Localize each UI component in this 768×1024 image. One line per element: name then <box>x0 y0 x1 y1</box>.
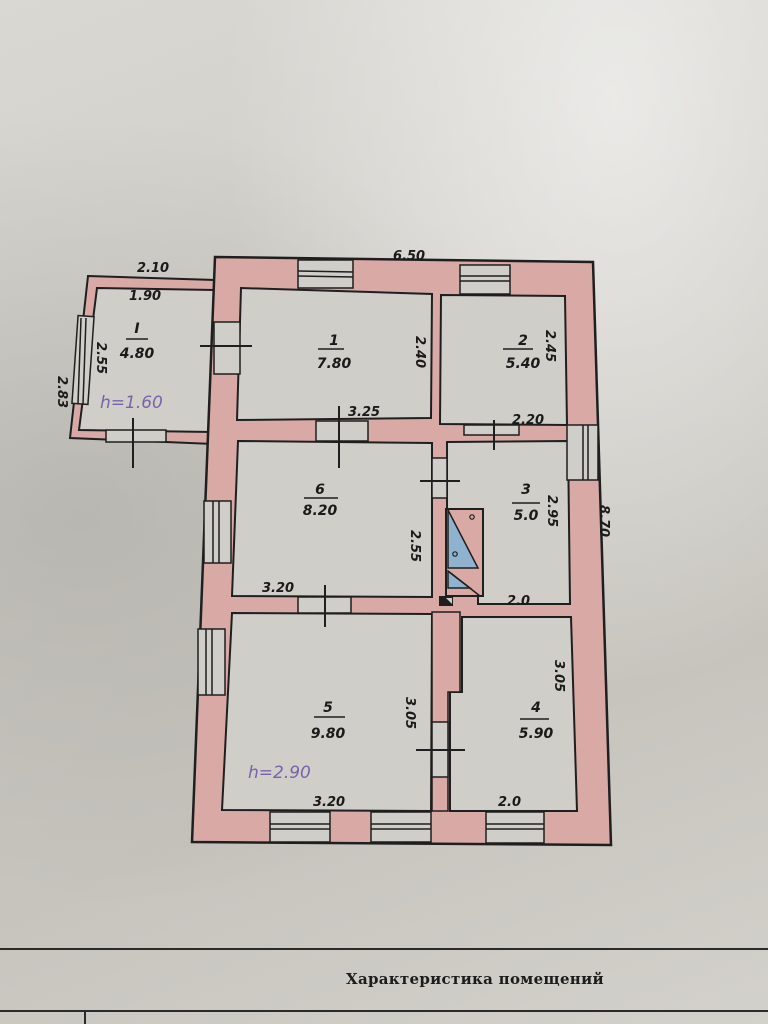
room2-area: 5.40 <box>506 356 541 372</box>
room3-width-label: 2.0 <box>507 594 530 609</box>
overall-width-label: 6.50 <box>393 249 425 264</box>
overall-length-label: 8.70 <box>596 505 611 537</box>
room-labels: I 4.80 h=1.60 1 7.80 2 5.40 6 8.20 3 5.0… <box>100 321 554 783</box>
room6-width-label: 3.20 <box>262 581 294 596</box>
table-header-rule <box>0 1010 768 1012</box>
room6-area: 8.20 <box>303 503 338 519</box>
dimension-labels: 6.50 2.10 1.90 2.83 2.55 3.25 2.40 2.20 … <box>54 249 611 810</box>
annex-outer-depth-label: 2.83 <box>54 376 69 408</box>
room3-area: 5.0 <box>514 508 539 524</box>
table-top-rule <box>0 948 768 950</box>
room4-width-label: 2.0 <box>498 795 521 810</box>
room6-number: 6 <box>315 482 325 498</box>
room5-depth-label: 3.05 <box>402 697 417 729</box>
windows <box>197 259 599 844</box>
room2-width-label: 2.20 <box>512 413 544 428</box>
room3-depth-label: 2.95 <box>544 495 559 527</box>
room5-number: 5 <box>323 700 333 716</box>
annex-inner-width-label: 1.90 <box>129 289 161 304</box>
room2-depth-label: 2.45 <box>542 330 557 362</box>
room1-depth-label: 2.40 <box>412 336 427 368</box>
room5-width-label: 3.20 <box>313 795 345 810</box>
annex-outer-width-label: 2.10 <box>137 261 169 276</box>
room6-depth-label: 2.55 <box>407 530 422 562</box>
room1-width-label: 3.25 <box>348 405 380 420</box>
room4-number: 4 <box>530 700 541 716</box>
room2-number: 2 <box>518 333 528 349</box>
main-walls <box>190 255 613 847</box>
annex-room-area: 4.80 <box>119 346 155 362</box>
table-column-divider <box>84 1010 86 1024</box>
main-height-note: h=2.90 <box>248 763 311 783</box>
annex-inner-depth-label: 2.55 <box>93 342 108 374</box>
section-title: Характеристика помещений <box>346 970 604 988</box>
annex-height-note: h=1.60 <box>100 393 163 413</box>
room1-area: 7.80 <box>317 356 352 372</box>
room4-area: 5.90 <box>519 726 554 742</box>
annex-room-number: I <box>134 321 139 337</box>
stove <box>439 508 484 606</box>
room5-area: 9.80 <box>311 726 346 742</box>
room3-number: 3 <box>521 482 531 498</box>
room1-number: 1 <box>329 333 339 349</box>
room4-depth-label: 3.05 <box>551 660 566 692</box>
annex <box>68 274 217 468</box>
doors <box>200 321 520 778</box>
